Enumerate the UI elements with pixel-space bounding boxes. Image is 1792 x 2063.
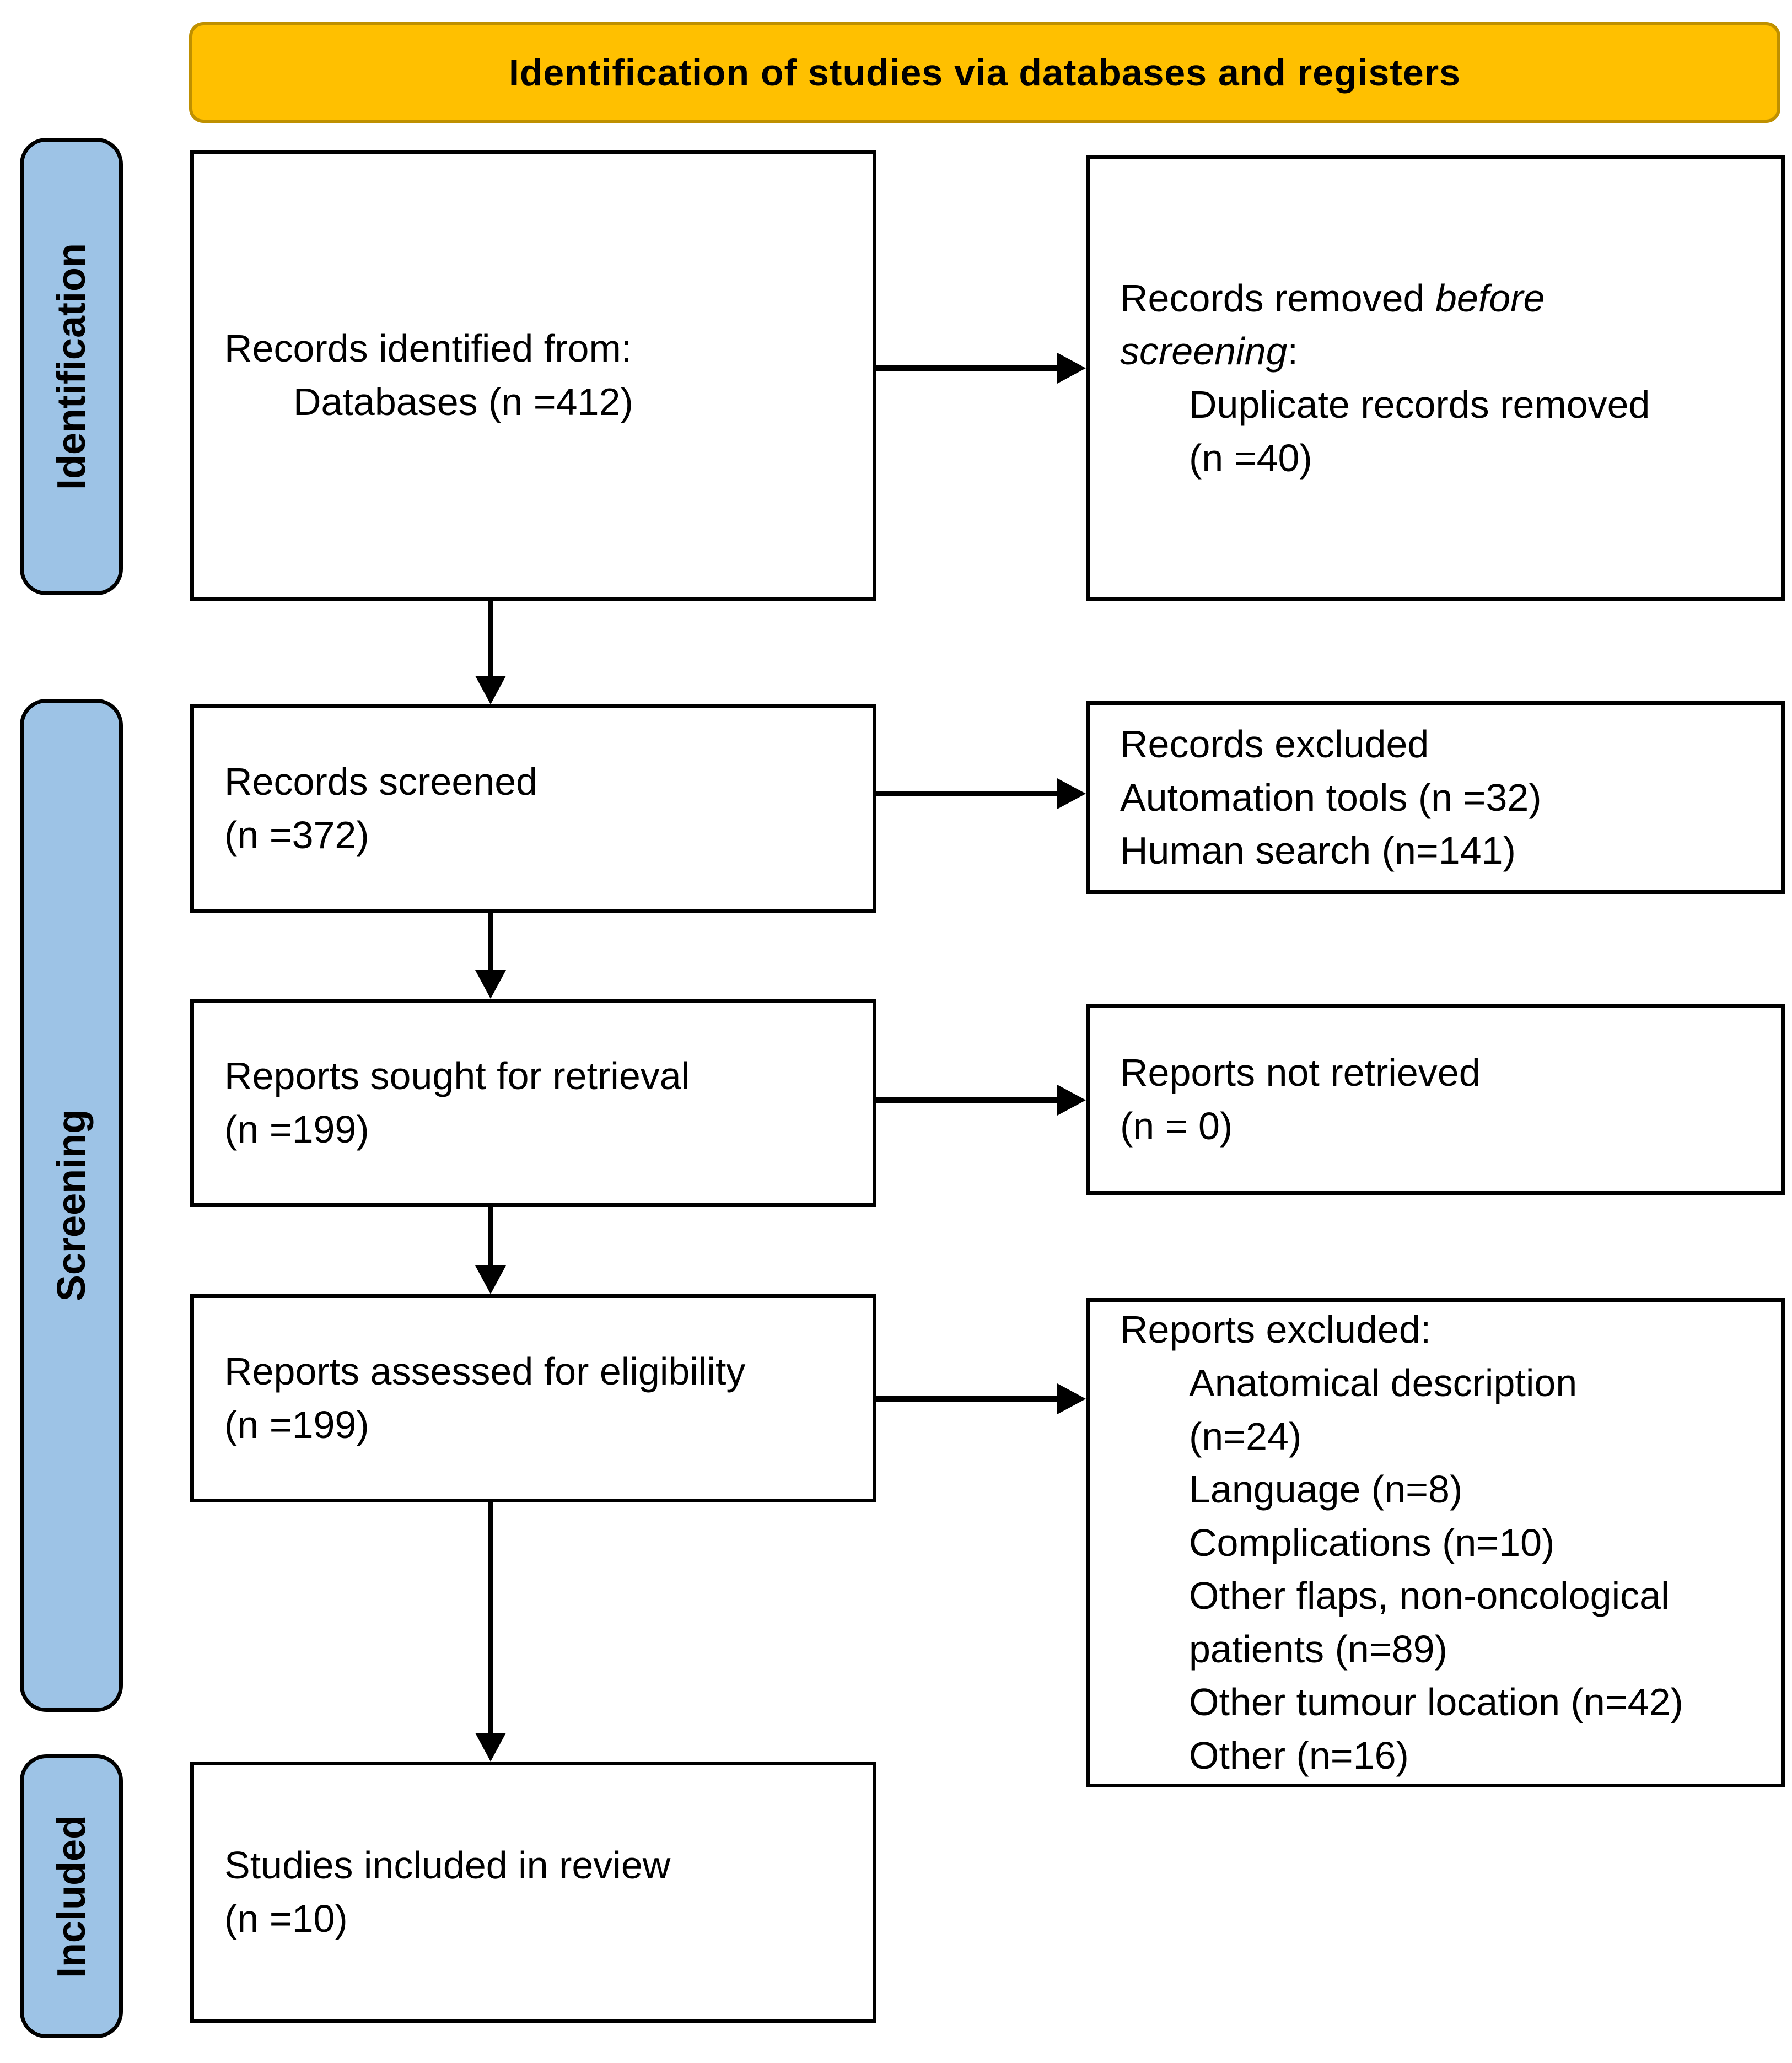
arrow-identified-to-screened-shaft: [488, 601, 493, 676]
excluded-item-other-tumour: Other tumour location (n=42): [1189, 1680, 1683, 1724]
arrow-screened-to-excluded-head-icon: [1057, 778, 1086, 809]
stage-label-identification: Identification: [49, 243, 94, 490]
excluded-item-language: Language (n=8): [1189, 1468, 1463, 1511]
box-records-identified: Records identified from: Databases (n =4…: [190, 150, 876, 601]
box-records-removed-before-screening: Records removed before screening: Duplic…: [1086, 155, 1785, 601]
excluded-item-other-flaps: Other flaps, non-oncological patients (n…: [1189, 1574, 1670, 1671]
duplicate-records-item: Duplicate records removed (n =40): [1189, 383, 1650, 480]
title-text: Identification of studies via databases …: [508, 51, 1461, 94]
arrow-screened-to-sought-head-icon: [475, 970, 506, 999]
excluded-item-complications: Complications (n=10): [1189, 1521, 1555, 1564]
stage-label-included: Included: [49, 1814, 94, 1978]
excluded-item-other: Other (n=16): [1189, 1734, 1409, 1777]
reports-excluded-header: Reports excluded:: [1120, 1308, 1432, 1351]
records-excluded-header: Records excluded: [1120, 723, 1429, 766]
excluded-item-anatomical: Anatomical description (n=24): [1189, 1361, 1578, 1458]
arrow-sought-to-not-retrieved-shaft: [876, 1097, 1057, 1103]
reports-not-retrieved-count: (n = 0): [1120, 1105, 1233, 1148]
arrow-identified-to-removed-head-icon: [1057, 353, 1086, 384]
arrow-screened-to-sought-shaft: [488, 913, 493, 970]
records-removed-lead: Records removed: [1120, 276, 1435, 320]
records-identified-line: Records identified from:: [224, 327, 632, 370]
records-screened-line: Records screened: [224, 760, 538, 804]
arrow-identified-to-screened-head-icon: [475, 676, 506, 704]
arrow-identified-to-removed-shaft: [876, 365, 1057, 371]
arrow-assessed-to-included-shaft: [488, 1502, 493, 1733]
reports-sought-line: Reports sought for retrieval: [224, 1054, 690, 1098]
records-removed-italic: before screening: [1120, 276, 1545, 373]
studies-included-line: Studies included in review: [224, 1844, 671, 1887]
records-excluded-automation: Automation tools (n =32): [1120, 775, 1542, 819]
box-records-screened: Records screened (n =372): [190, 704, 876, 913]
arrow-sought-to-not-retrieved-head-icon: [1057, 1085, 1086, 1116]
arrow-sought-to-assessed-shaft: [488, 1207, 493, 1265]
records-excluded-human: Human search (n=141): [1120, 829, 1516, 872]
reports-assessed-line: Reports assessed for eligibility: [224, 1350, 746, 1393]
arrow-sought-to-assessed-head-icon: [475, 1265, 506, 1294]
records-removed-line: Records removed before screening:: [1120, 272, 1677, 378]
reports-sought-count: (n =199): [224, 1108, 369, 1151]
stage-pill-identification: Identification: [20, 138, 123, 595]
stage-pill-screening: Screening: [20, 699, 123, 1712]
title-banner: Identification of studies via databases …: [189, 22, 1780, 123]
arrow-assessed-to-included-head-icon: [475, 1733, 506, 1762]
box-reports-not-retrieved: Reports not retrieved (n = 0): [1086, 1004, 1785, 1195]
reports-assessed-count: (n =199): [224, 1403, 369, 1446]
box-reports-sought: Reports sought for retrieval (n =199): [190, 999, 876, 1207]
studies-included-count: (n =10): [224, 1897, 348, 1940]
arrow-assessed-to-reports-excluded-shaft: [876, 1396, 1057, 1402]
stage-label-screening: Screening: [49, 1109, 94, 1302]
reports-not-retrieved-line: Reports not retrieved: [1120, 1051, 1481, 1095]
arrow-assessed-to-reports-excluded-head-icon: [1057, 1383, 1086, 1414]
records-screened-count: (n =372): [224, 814, 369, 857]
stage-pill-included: Included: [20, 1754, 123, 2038]
arrow-screened-to-excluded-shaft: [876, 791, 1057, 796]
records-identified-count: Databases (n =412): [293, 380, 633, 423]
box-reports-excluded: Reports excluded: Anatomical description…: [1086, 1298, 1785, 1787]
box-reports-assessed: Reports assessed for eligibility (n =199…: [190, 1294, 876, 1502]
box-records-excluded: Records excluded Automation tools (n =32…: [1086, 701, 1785, 894]
box-studies-included: Studies included in review (n =10): [190, 1762, 876, 2023]
records-removed-colon: :: [1287, 330, 1298, 373]
